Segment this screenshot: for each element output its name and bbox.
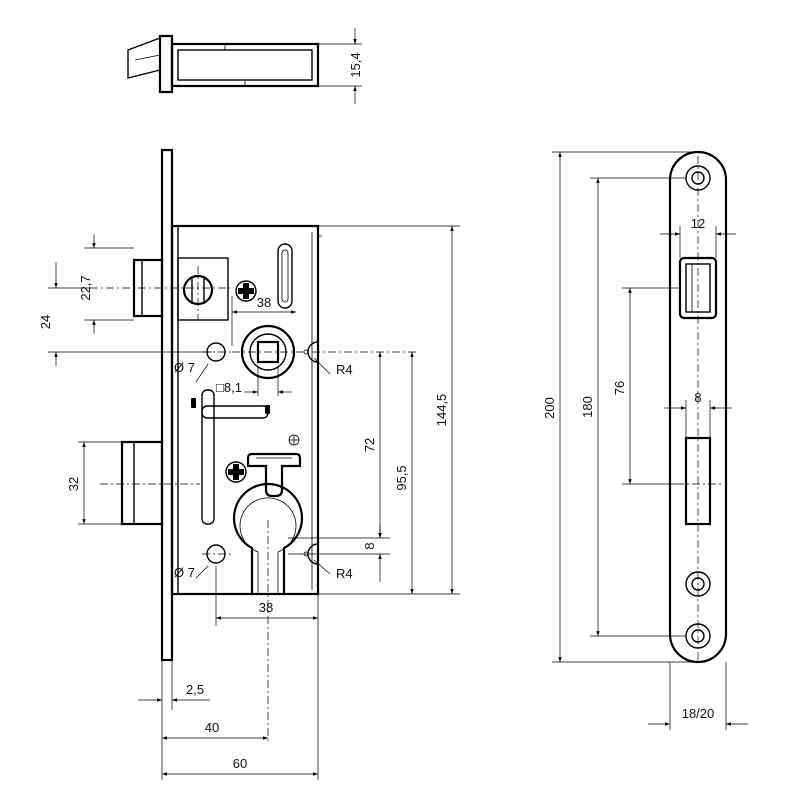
dim-opening-spacing: 76 — [612, 381, 627, 395]
screw-cross-middle — [225, 461, 247, 483]
cylinder-cutout — [232, 482, 304, 594]
dead-bolt — [120, 440, 164, 526]
lock-case — [170, 224, 320, 596]
bolt-opening — [684, 436, 712, 526]
dim-bolt-height: 32 — [66, 477, 81, 491]
dim-8-cylinder: 8 — [362, 542, 377, 549]
dim-144-5: 144,5 — [434, 394, 449, 427]
dim-72: 72 — [362, 438, 377, 452]
label-radius-bottom: R4 — [336, 566, 353, 581]
dim-latch-width: 12 — [691, 216, 705, 231]
label-hole-top: Ø 7 — [174, 360, 195, 375]
front-view: 38 22,7 24 Ø 7 □8,1 — [38, 148, 460, 780]
screw-cross-top — [235, 280, 257, 302]
dim-latch-offset: 24 — [38, 315, 53, 329]
cam-t-shape — [246, 452, 302, 498]
dim-backset-38-bottom: 38 — [259, 600, 273, 615]
faceplate-edge — [160, 148, 174, 662]
label-radius-top: R4 — [336, 362, 353, 377]
dim-bolt-depth: 15,4 — [348, 52, 363, 77]
label-hole-bottom: Ø 7 — [174, 565, 195, 580]
lever-arm — [191, 389, 270, 525]
guide-slot — [277, 243, 293, 309]
dim-plate-width: 18/20 — [682, 706, 715, 721]
dim-case-depth: 60 — [233, 756, 247, 771]
top-view: 15,4 — [127, 28, 363, 104]
dim-backset-38-top: 38 — [257, 295, 271, 310]
faceplate-hole-lower — [685, 571, 711, 597]
dim-backset-40: 40 — [205, 720, 219, 735]
dim-plate-length: 200 — [542, 397, 557, 419]
label-square-spindle: □8,1 — [216, 380, 242, 395]
dim-hole-spacing: 180 — [580, 396, 595, 418]
dim-95-5: 95,5 — [394, 465, 409, 490]
dim-faceplate-thickness: 2,5 — [186, 682, 204, 697]
dim-bolt-width: 8 — [694, 390, 701, 405]
faceplate-view: 12 8 76 180 200 18/20 — [542, 150, 748, 730]
